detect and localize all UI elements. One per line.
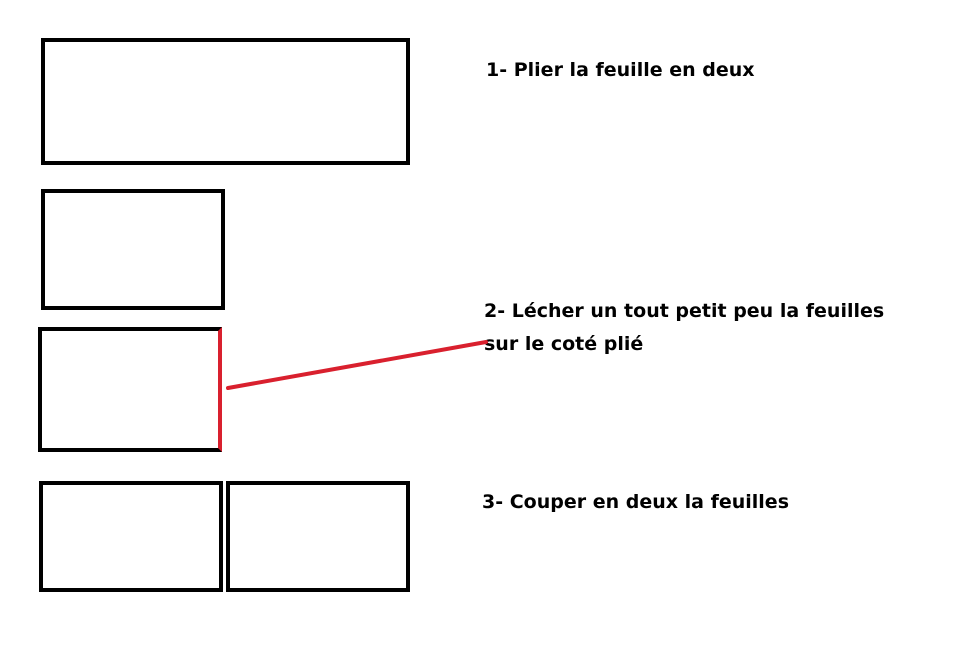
step-2-label: 2- Lécher un tout petit peu la feuilles …	[484, 295, 884, 361]
step-1-text: Plier la feuille en deux	[513, 59, 755, 81]
step-3-label: 3- Couper en deux la feuilles	[482, 486, 789, 519]
step-2-text-line-1: Lécher un tout petit peu la feuilles	[511, 300, 885, 322]
full-sheet-rectangle	[41, 38, 410, 165]
folded-edge-pointer-line	[226, 340, 488, 390]
step-1-number: 1-	[486, 59, 508, 81]
step-3-text: Couper en deux la feuilles	[509, 491, 790, 513]
step-2-number: 2-	[484, 300, 506, 322]
folded-edge-sheet-rectangle	[38, 327, 222, 452]
cut-half-right-rectangle	[226, 481, 410, 592]
step-1-label: 1- Plier la feuille en deux	[486, 54, 755, 87]
step-2-text-line-2: sur le coté plié	[484, 333, 644, 355]
folded-sheet-rectangle	[41, 189, 225, 310]
cut-half-left-rectangle	[39, 481, 223, 592]
step-3-number: 3-	[482, 491, 504, 513]
